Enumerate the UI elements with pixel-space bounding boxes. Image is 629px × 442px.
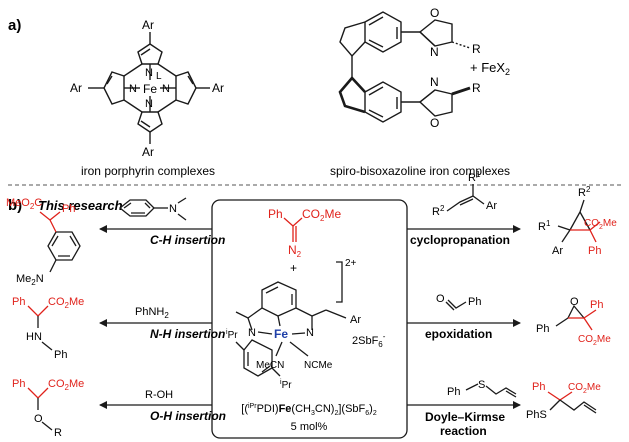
ch-amine-label: Me2N (16, 273, 44, 287)
dk-phs-label: PhS (526, 409, 547, 421)
oh-ph-label: Ph (12, 378, 25, 390)
imine-n-label: N (248, 327, 256, 339)
cyclo-ester-label: CO2Me (584, 218, 617, 231)
doyle-kirmse-product: Ph CO2Me PhS (526, 381, 601, 421)
nh-insertion-label: N-H insertion (150, 327, 225, 341)
nh-product: Ph CO2Me HN Ph (12, 296, 84, 361)
panel-b-title: This research (38, 198, 123, 213)
spiro-n-label: N (430, 45, 439, 59)
epox-ph-label: Ph (590, 299, 603, 311)
porphyrin-aryl-label: Ar (142, 145, 154, 159)
alkene-r1-label: R1 (468, 170, 481, 184)
ch-insertion-label: C-H insertion (150, 233, 225, 247)
spiro-o-label: O (430, 6, 439, 20)
nh-ester-label: CO2Me (48, 296, 84, 310)
cyclo-r2-label: R2 (578, 185, 591, 199)
epox-ph2-label: Ph (536, 323, 549, 335)
oh-ester-label: CO2Me (48, 378, 84, 392)
iron-center-label: Fe (274, 327, 288, 341)
dk-ph-label: Ph (532, 381, 545, 393)
alkene-r2-label: R2 (432, 204, 445, 218)
ch-product: MeO2C Ph Me2N (6, 197, 81, 287)
reaction-labels: C-H insertion N-H insertion O-H insertio… (150, 233, 510, 438)
diazo-ester-label: CO2Me (302, 207, 341, 223)
spiro-n-label: N (430, 75, 439, 89)
aniline-reagent: PhNH2 (135, 306, 169, 320)
benzaldehyde-ph-label: Ph (468, 296, 481, 308)
pdi-iron-complex (235, 261, 347, 377)
mecn-label: MeCN (256, 360, 284, 371)
catalyst-box (211, 199, 408, 439)
epox-ester-label: CO2Me (578, 334, 611, 347)
cyclopropanation-label: cyclopropanation (410, 233, 510, 247)
porphyrin-n-label: N (129, 83, 137, 95)
porphyrin-n-label: N (145, 67, 153, 79)
porphyrin-caption: iron porphyrin complexes (81, 164, 215, 178)
alkene-ar-label: Ar (486, 200, 497, 212)
porphyrin-aryl-label: Ar (212, 81, 224, 95)
oh-r-label: R (54, 427, 62, 439)
nh-hn-label: HN (26, 331, 42, 343)
oh-o-label: O (34, 413, 43, 425)
cyclo-r1-label: R1 (538, 219, 551, 233)
iron-porphyrin-structure (88, 32, 210, 144)
benzaldehyde-reagent (445, 299, 467, 311)
panel-b-letter: b) (8, 197, 22, 214)
aryl-label: Ar (350, 314, 361, 326)
spiro-bisoxazoline-structure (338, 11, 471, 123)
doyle-kirmse-label: reaction (440, 424, 487, 438)
oh-product: Ph CO2Me O R (12, 378, 84, 439)
diazo-compound: Ph CO2Me N2 (268, 207, 341, 259)
imine-n-label: N (306, 327, 314, 339)
spiro-labels: O N N O R R + FeX2 (430, 6, 510, 130)
alcohol-reagent: R-OH (145, 389, 173, 401)
spiro-r-label: R (472, 42, 481, 56)
benzaldehyde-o-label: O (436, 293, 445, 305)
allyl-sulfide-reagent (465, 383, 517, 398)
spiro-salt-label: + FeX2 (470, 60, 510, 77)
epoxide-product: O Ph Ph CO2Me (536, 296, 611, 347)
plus-sign: + (290, 261, 297, 275)
nh-nph-label: Ph (54, 349, 67, 361)
porphyrin-fe-label: Fe (143, 82, 157, 96)
allyl-sulfide-ph-label: Ph (447, 386, 460, 398)
dimethylaniline-n-label: N (169, 203, 177, 215)
porphyrin-ligand-label: L (156, 71, 162, 82)
spiro-caption: spiro-bisoxazoline iron complexes (330, 164, 510, 178)
allyl-sulfide-s-label: S (478, 379, 485, 391)
cyclopropane-product: R2 R1 CO2Me Ar Ph (538, 185, 617, 257)
ch-ph-label: Ph (62, 203, 75, 215)
spiro-r-label: R (472, 81, 481, 95)
diazo-ph-label: Ph (268, 207, 283, 221)
pdi-complex-labels: 2+ 2SbF6- N N Fe Ar MeCN NCMe iPr iPr (226, 258, 386, 391)
reaction-arrows (99, 225, 521, 409)
ipr-top-label: iPr (226, 329, 238, 341)
nh-ph-label: Ph (12, 296, 25, 308)
alkene-reagent (446, 184, 485, 212)
oh-insertion-label: O-H insertion (150, 409, 226, 423)
ch-ester-label: MeO2C (6, 197, 42, 211)
epoxidation-label: epoxidation (425, 327, 492, 341)
ncme-label: NCMe (304, 360, 333, 371)
ipr-bottom-label: iPr (280, 379, 292, 391)
diazo-n2-label: N2 (288, 243, 302, 259)
porphyrin-n-label: N (145, 98, 153, 110)
charge-label: 2+ (345, 258, 357, 269)
doyle-kirmse-label: Doyle–Kirmse (425, 410, 505, 424)
panel-a-letter: a) (8, 17, 21, 34)
anion-label: 2SbF6- (352, 332, 386, 349)
catalyst-loading: 5 mol% (291, 421, 328, 433)
epox-o-label: O (570, 296, 579, 308)
dk-ester-label: CO2Me (568, 382, 601, 395)
iron-porphyrin-labels: Fe L N N N N Ar Ar Ar Ar (70, 18, 224, 159)
catalyst-formula: [(iPrPDI)Fe(CH3CN)2](SbF6)2 (241, 403, 377, 417)
cyclo-ph-label: Ph (588, 245, 601, 257)
spiro-o-label: O (430, 116, 439, 130)
porphyrin-aryl-label: Ar (142, 18, 154, 32)
porphyrin-aryl-label: Ar (70, 81, 82, 95)
dimethylaniline-reagent (118, 197, 187, 221)
cyclo-ar-label: Ar (552, 245, 563, 257)
porphyrin-n-label: N (162, 83, 170, 95)
